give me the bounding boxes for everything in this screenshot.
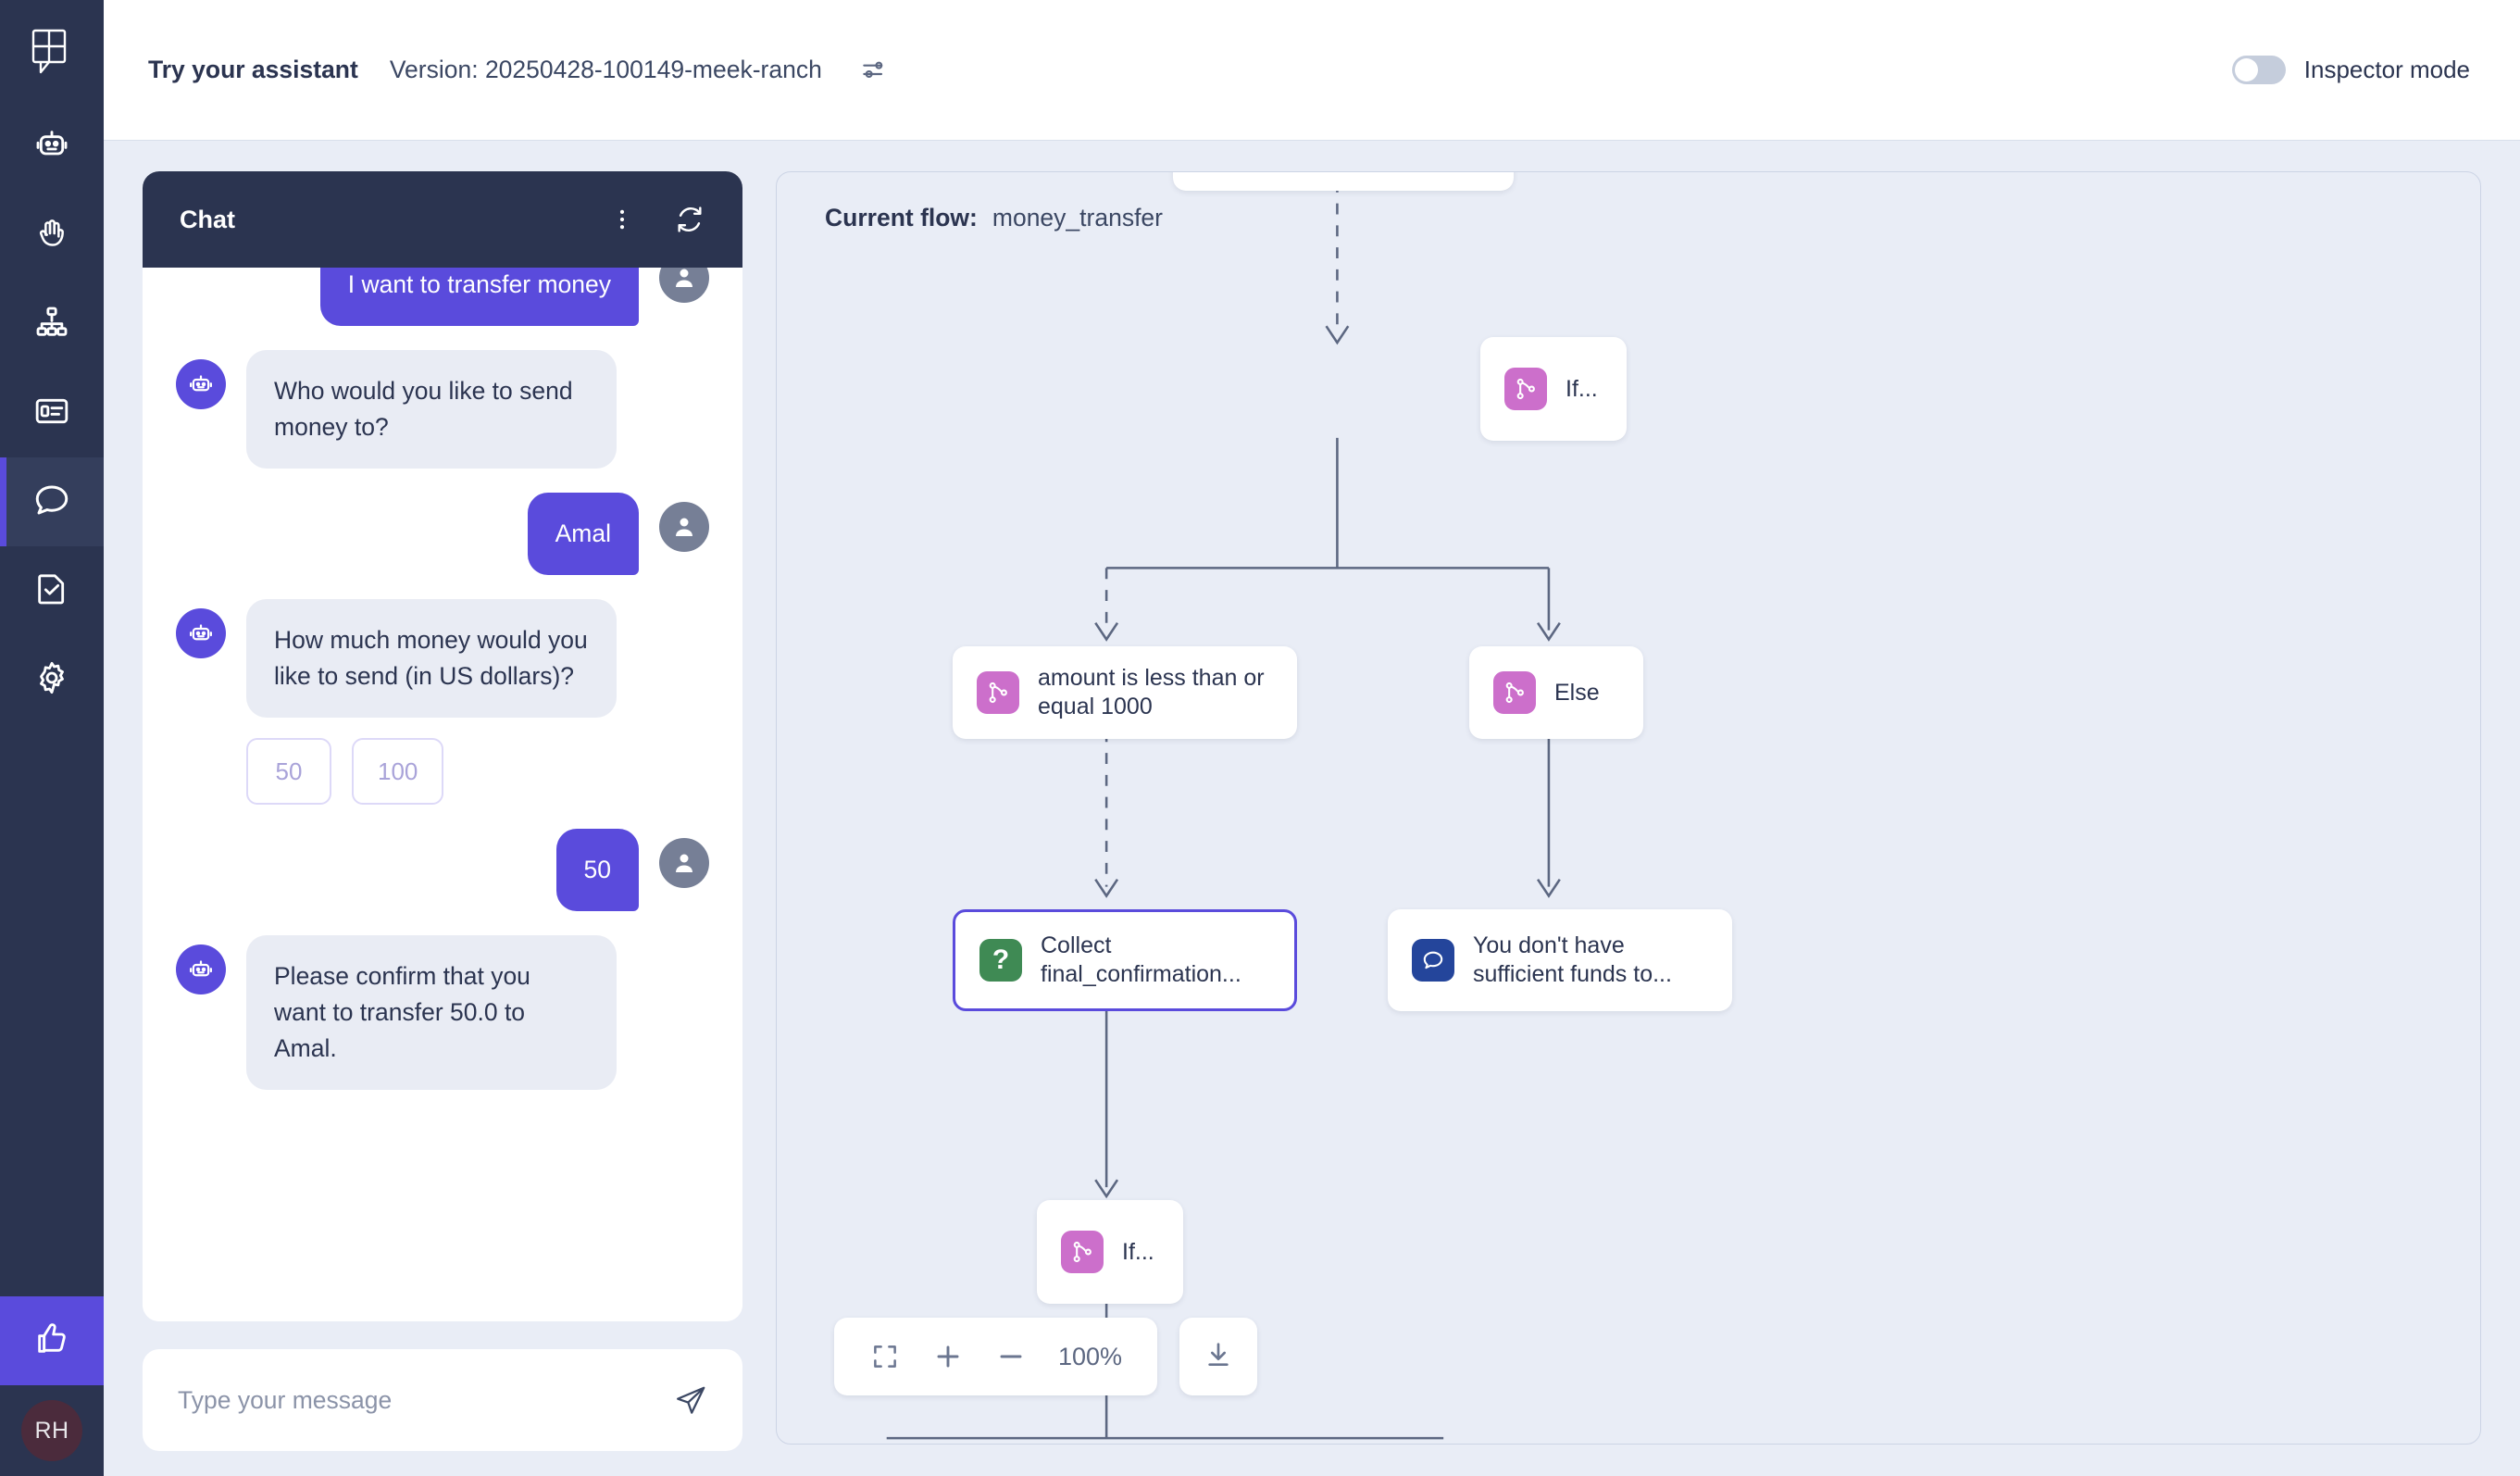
inspector-mode-label: Inspector mode	[2303, 56, 2470, 83]
main-area: Try your assistant Version: 20250428-100…	[104, 0, 2520, 1476]
chat-bubble-icon	[32, 481, 71, 524]
top-bar: Try your assistant Version: 20250428-100…	[104, 0, 2520, 141]
message-bubble: 50	[555, 829, 639, 911]
chat-messages: I want to transfer money	[143, 268, 742, 1321]
user-avatar-icon	[659, 838, 709, 888]
chat-message-user: I want to transfer money	[176, 268, 709, 326]
flow-node-label: Collect final_confirmation...	[1041, 932, 1241, 987]
restart-refresh-icon[interactable]	[674, 204, 705, 235]
send-paper-plane-icon[interactable]	[674, 1383, 707, 1417]
branch-icon	[977, 671, 1019, 714]
toggle-knob	[2234, 58, 2258, 81]
chat-message-bot: Who would you like to send money to?	[176, 350, 709, 469]
quick-reply-row: 50 100	[246, 738, 709, 805]
flow-node-label: You don't have sufficient funds to...	[1473, 932, 1672, 987]
flow-node-collect-final-confirmation[interactable]: ? Collect final_confirmation...	[953, 909, 1297, 1011]
minus-icon[interactable]	[984, 1330, 1038, 1383]
flow-node-label: Else	[1554, 679, 1600, 706]
download-button[interactable]	[1179, 1318, 1258, 1395]
message-bubble: Who would you like to send money to?	[246, 350, 617, 469]
chat-column: Chat	[143, 171, 742, 1476]
chat-message-bot: Please confirm that you want to transfer…	[176, 935, 709, 1090]
flow-node-if-bottom[interactable]: If...	[1037, 1200, 1183, 1304]
chat-message-bot: How much money would you like to send (i…	[176, 599, 709, 718]
message-bubble: I want to transfer money	[319, 268, 639, 326]
message-bubble: How much money would you like to send (i…	[246, 599, 617, 718]
chat-title: Chat	[180, 205, 235, 233]
more-vertical-icon[interactable]	[609, 206, 635, 232]
chat-input-area	[143, 1321, 742, 1451]
download-icon	[1204, 1340, 1233, 1374]
user-avatar-icon	[659, 268, 709, 303]
user-avatar-icon	[659, 502, 709, 552]
quick-reply-button[interactable]: 50	[246, 738, 331, 805]
flow-node-label: amount is less than or equal 1000	[1038, 665, 1265, 719]
flow-connectors	[886, 181, 1561, 1440]
thumbs-up-icon	[33, 1320, 70, 1362]
flow-node-label: If...	[1122, 1238, 1154, 1265]
chat-message-user: Amal	[176, 493, 709, 575]
document-check-icon	[33, 570, 70, 612]
current-flow-name: money_transfer	[992, 204, 1163, 231]
sidebar-item-tests[interactable]	[0, 546, 104, 635]
rail-item-list	[0, 102, 104, 724]
chat-panel: Chat	[143, 171, 742, 1321]
inspector-mode-control: Inspector mode	[2231, 56, 2470, 84]
chat-input-box	[143, 1349, 742, 1451]
message-bubble: Please confirm that you want to transfer…	[246, 935, 617, 1090]
flow-node-message-insufficient-funds[interactable]: You don't have sufficient funds to...	[1388, 909, 1732, 1011]
bot-avatar-icon	[176, 608, 226, 658]
sidebar-item-flows[interactable]	[0, 280, 104, 369]
flow-panel: Current flow: money_transfer	[776, 171, 2481, 1445]
zoom-level-label: 100%	[1058, 1342, 1123, 1370]
message-input[interactable]	[178, 1385, 674, 1415]
sidebar-item-assistant[interactable]	[0, 102, 104, 191]
page-title: Try your assistant	[148, 56, 358, 83]
chat-message-user: 50	[176, 829, 709, 911]
flow-node-if-top[interactable]: If...	[1480, 337, 1627, 441]
question-icon: ?	[979, 939, 1022, 982]
sidebar-item-forms[interactable]	[0, 369, 104, 457]
feedback-thumbs-up-button[interactable]	[0, 1296, 104, 1385]
content-body: Chat	[104, 141, 2520, 1476]
avatar[interactable]: RH	[21, 1400, 82, 1461]
flow-node-partial-above[interactable]	[1173, 172, 1514, 191]
zoom-pill: 100%	[834, 1318, 1158, 1395]
bot-avatar-icon	[176, 944, 226, 994]
branch-icon	[1061, 1231, 1104, 1273]
sidebar-item-settings[interactable]	[0, 635, 104, 724]
message-bubble: Amal	[527, 493, 639, 575]
bot-avatar-icon	[176, 359, 226, 409]
flow-node-label: If...	[1566, 375, 1598, 402]
rasa-logo[interactable]	[0, 0, 104, 102]
current-flow-label: Current flow:	[825, 204, 978, 231]
sliders-tune-icon[interactable]	[859, 56, 889, 85]
current-flow-header: Current flow: money_transfer	[777, 172, 2480, 232]
message-icon	[1412, 939, 1454, 982]
fit-screen-icon[interactable]	[858, 1330, 912, 1383]
flow-node-condition-else[interactable]: Else	[1469, 646, 1643, 739]
branch-icon	[1493, 671, 1536, 714]
flow-column: Current flow: money_transfer	[776, 171, 2481, 1476]
user-avatar-container: RH	[0, 1385, 104, 1476]
flow-node-condition-amount[interactable]: amount is less than or equal 1000	[953, 646, 1297, 739]
gear-icon	[33, 659, 70, 701]
version-label: Version: 20250428-100149-meek-ranch	[389, 56, 822, 83]
form-card-icon	[33, 393, 70, 434]
robot-icon	[33, 126, 70, 168]
branch-icon	[1504, 368, 1547, 410]
left-navigation-rail: RH	[0, 0, 104, 1476]
canvas-zoom-controls: 100%	[834, 1318, 1258, 1395]
sidebar-item-greetings[interactable]	[0, 191, 104, 280]
inspector-mode-toggle[interactable]	[2231, 56, 2286, 84]
quick-reply-button[interactable]: 100	[352, 738, 444, 805]
plus-icon[interactable]	[921, 1330, 975, 1383]
waving-hand-icon	[33, 215, 70, 256]
flow-hierarchy-icon	[33, 304, 70, 345]
sidebar-item-chat[interactable]	[0, 457, 104, 546]
chat-header: Chat	[143, 171, 742, 268]
